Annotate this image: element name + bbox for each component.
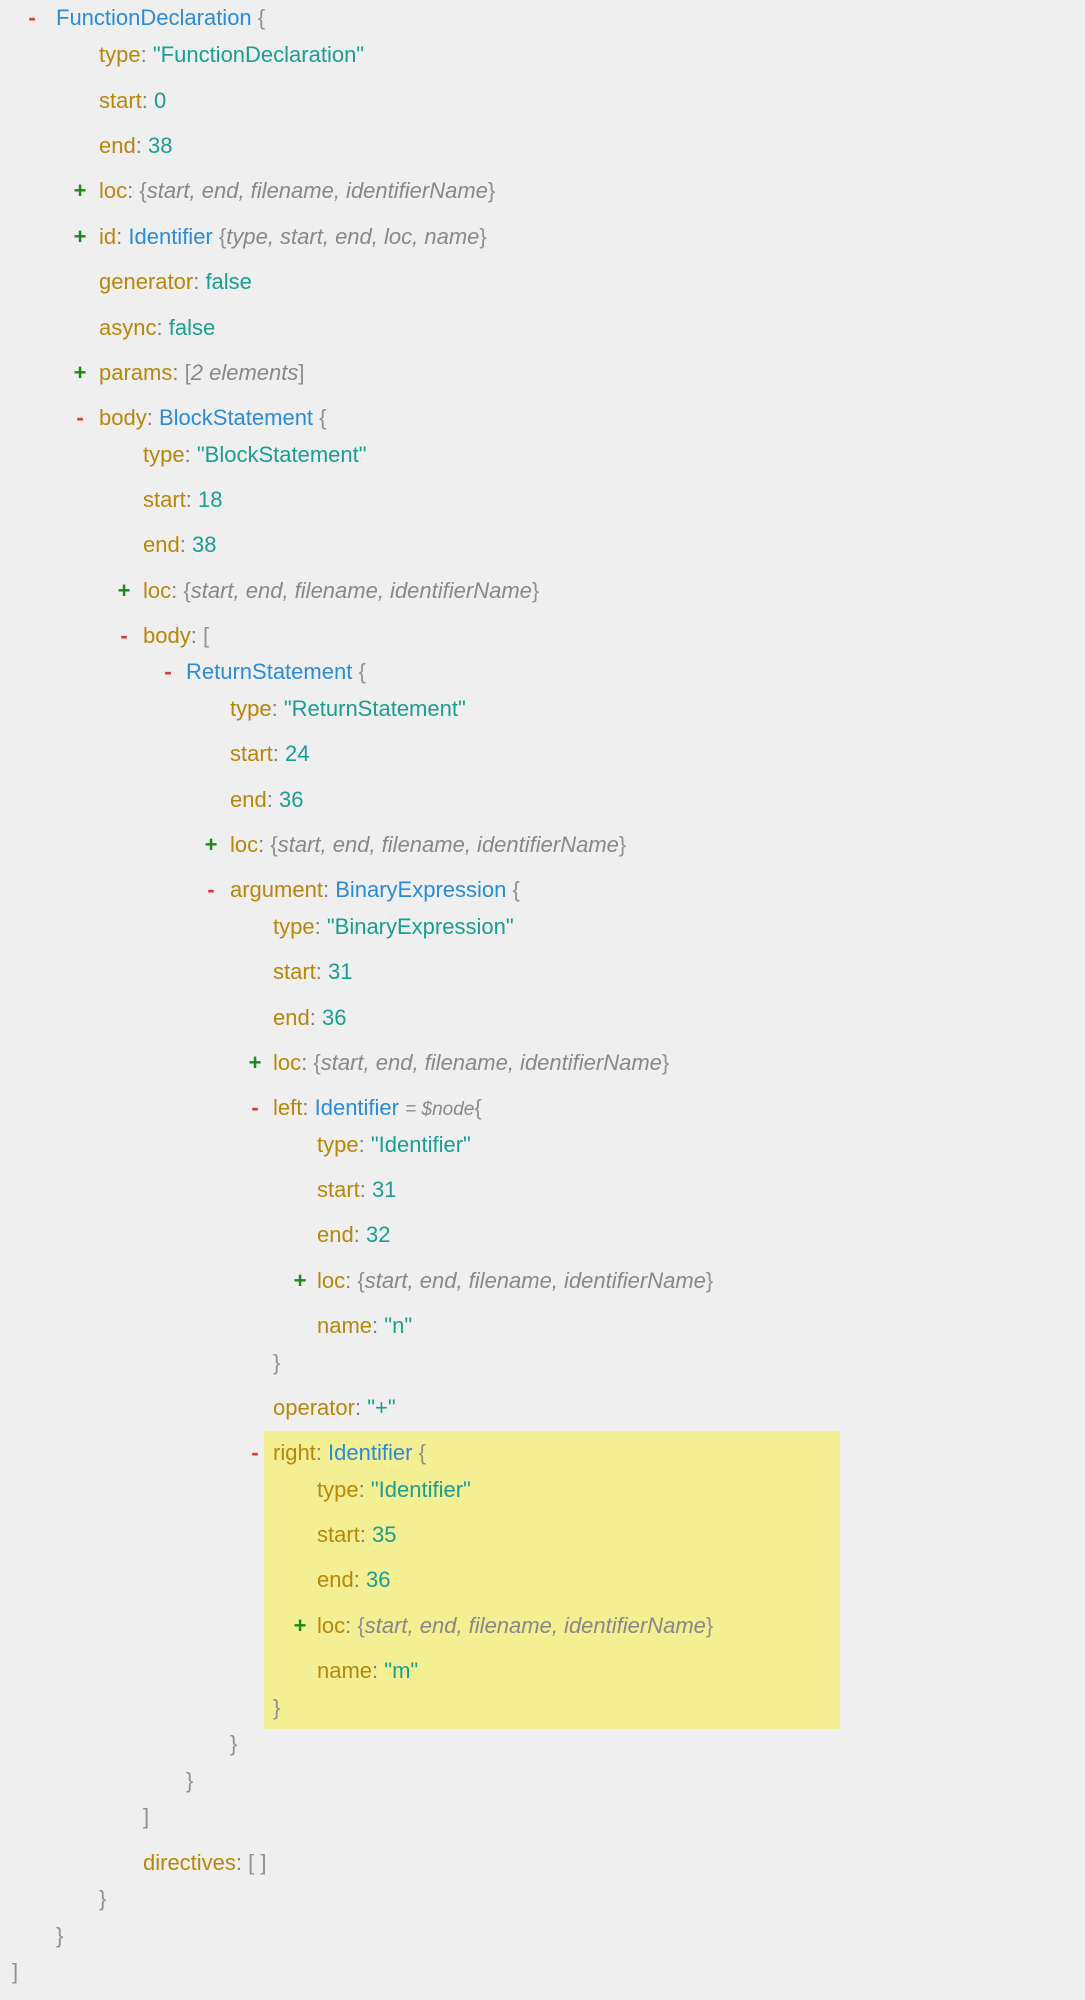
prop-end: end: 36 [273,1005,347,1030]
collapse-toggle[interactable]: - [28,5,36,30]
prop-async: async: false [99,315,216,340]
expand-toggle[interactable]: + [117,578,131,603]
prop-start: start: 18 [143,487,223,512]
prop-end: end: 38 [99,133,173,158]
prop-end: end: 32 [317,1222,391,1247]
close-brace: } [273,1695,281,1720]
prop-loc[interactable]: loc: {start, end, filename, identifierNa… [273,1050,670,1075]
expand-toggle[interactable]: + [73,224,87,249]
close-brace: } [99,1886,107,1911]
prop-type: type: "ReturnStatement" [230,696,466,721]
selected-node-highlight [264,1431,840,1729]
expand-toggle[interactable]: + [293,1268,307,1293]
prop-name: name: "m" [317,1658,419,1683]
expand-toggle[interactable]: + [73,360,87,385]
expand-toggle[interactable]: + [73,178,87,203]
prop-loc[interactable]: loc: {start, end, filename, identifierNa… [317,1613,714,1638]
collapse-toggle[interactable]: - [76,405,84,430]
prop-type: type: "FunctionDeclaration" [99,42,365,67]
collapse-toggle[interactable]: - [251,1440,259,1465]
prop-end: end: 38 [143,532,217,557]
prop-params[interactable]: params: [2 elements] [99,360,305,385]
prop-loc[interactable]: loc: {start, end, filename, identifierNa… [230,832,627,857]
expand-toggle[interactable]: + [248,1050,262,1075]
close-brace: } [56,1923,64,1948]
node-variable-annotation: = $node [405,1099,475,1120]
close-bracket: ] [12,1959,19,1984]
node-header-return-statement[interactable]: ReturnStatement { [186,659,366,684]
collapse-toggle[interactable]: - [120,623,128,648]
close-bracket: ] [143,1804,150,1829]
open-brace: { [257,5,266,30]
prop-loc[interactable]: loc: {start, end, filename, identifierNa… [143,578,540,603]
prop-operator: operator: "+" [273,1395,396,1420]
prop-start: start: 31 [273,959,353,984]
prop-end: end: 36 [230,787,304,812]
close-brace: } [273,1350,281,1375]
collapse-toggle[interactable]: - [207,877,215,902]
collapse-toggle[interactable]: - [251,1095,259,1120]
expand-toggle[interactable]: + [204,832,218,857]
prop-end: end: 36 [317,1567,391,1592]
node-header-function-declaration[interactable]: FunctionDeclaration { [56,4,265,32]
prop-generator: generator: false [99,269,252,294]
close-brace: } [186,1768,194,1793]
prop-body[interactable]: body: BlockStatement { [99,405,327,430]
expand-toggle[interactable]: + [293,1613,307,1638]
prop-body-array[interactable]: body: [ [143,623,210,648]
prop-loc[interactable]: loc: {start, end, filename, identifierNa… [317,1268,714,1293]
prop-id[interactable]: id: Identifier {type, start, end, loc, n… [99,224,487,249]
node-type-label: FunctionDeclaration [56,5,252,30]
prop-start: start: 35 [317,1522,397,1547]
prop-type: type: "Identifier" [317,1477,471,1502]
prop-start: start: 31 [317,1177,397,1202]
prop-right[interactable]: right: Identifier { [273,1440,426,1465]
collapse-toggle[interactable]: - [164,659,172,684]
prop-start: start: 0 [99,88,167,113]
prop-type: type: "BlockStatement" [143,442,367,467]
prop-loc[interactable]: loc: {start, end, filename, identifierNa… [99,178,496,203]
prop-left[interactable]: left: Identifier = $node{ [273,1095,482,1120]
prop-type: type: "BinaryExpression" [273,914,514,939]
prop-type: type: "Identifier" [317,1132,471,1157]
prop-start: start: 24 [230,741,310,766]
prop-argument[interactable]: argument: BinaryExpression { [230,877,520,902]
prop-directives: directives: [ ] [143,1850,267,1875]
prop-name: name: "n" [317,1313,413,1338]
close-brace: } [230,1731,238,1756]
